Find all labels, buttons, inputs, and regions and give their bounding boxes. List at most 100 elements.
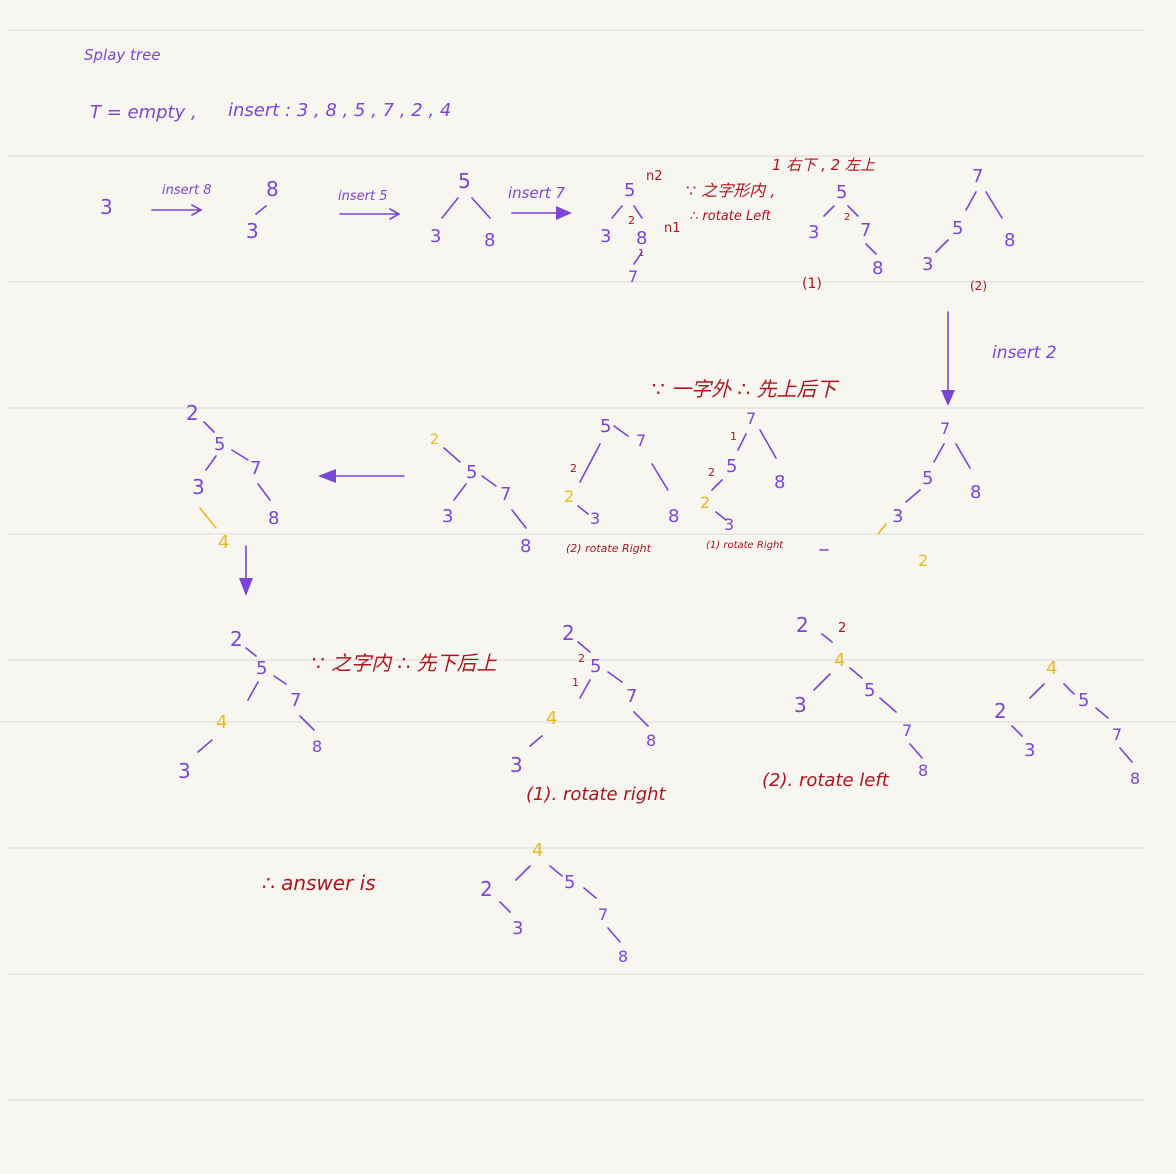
node-7: 7 [902,721,912,740]
node-4: 4 [216,712,227,733]
node-4: 4 [546,708,557,729]
edge-mark: 2 [628,214,635,227]
node-8: 8 [1004,230,1015,251]
node-4: 4 [1046,658,1057,679]
node-3: 3 [600,226,611,247]
node-8: 8 [636,228,647,249]
node-7: 7 [636,431,646,450]
node-8: 8 [774,472,785,493]
node-5: 5 [214,434,225,455]
edge-mark: 2 [708,466,715,479]
node-3: 3 [1024,740,1035,761]
node-7: 7 [1112,725,1122,744]
node-4: 4 [218,532,229,553]
node-7: 7 [500,484,511,505]
node-8: 8 [646,731,656,750]
node-4: 4 [834,650,845,671]
ruled-lines [0,29,1176,1101]
node-5: 5 [922,468,933,489]
node-2: 2 [994,699,1007,723]
arrow-label-insert-7: insert 7 [508,184,566,202]
node-2: 2 [564,487,574,506]
node-3: 3 [178,759,191,783]
node-8: 8 [1130,769,1140,788]
node-8: 8 [872,258,883,279]
node-8: 8 [520,536,531,557]
node-8: 8 [618,947,628,966]
node-3: 3 [922,254,933,275]
node-8: 8 [268,508,279,529]
node-7: 7 [746,409,756,428]
arrow-head-icon [389,208,401,220]
insert-2-arrow: insert 2 [941,311,1057,406]
row1-trees: 3 insert 8 8 3 insert 5 5 3 8 insert 7 5… [100,156,1015,293]
node-5: 5 [726,456,737,477]
arrow-head-icon [941,390,955,406]
node-2: 2 [918,551,928,570]
step-label-rotate-right-1: (1) rotate Right [706,540,784,551]
node-3: 3 [192,475,205,499]
node-3: 3 [100,195,113,219]
node-7: 7 [626,686,637,707]
edge-mark: 2 [838,621,846,636]
step-label-1: (1) [802,276,822,292]
answer-section: ∴ answer is 4 2 3 5 7 8 [262,840,628,966]
arrow-head-icon [191,204,203,216]
node-2: 2 [480,877,493,901]
node-3: 3 [892,506,903,527]
answer-label: ∴ answer is [262,871,376,895]
node-3: 3 [808,222,819,243]
step-label-rotate-right-2: (2) rotate Right [566,542,652,555]
note-order: 1 右下 , 2 左上 [772,156,876,174]
node-label-n2: n2 [646,169,663,184]
arrow-head-icon [318,469,336,483]
step-label-2: (2) [970,279,987,293]
edge-mark: 1 [572,676,579,689]
node-5: 5 [836,182,847,203]
node-2: 2 [430,432,439,448]
insert-sequence: insert : 3 , 8 , 5 , 7 , 2 , 4 [228,100,451,121]
node-7: 7 [628,267,638,286]
note-zigzag-inner: ∵ 之字内 ∴ 先下后上 [312,651,498,675]
node-7: 7 [290,690,301,711]
node-5: 5 [624,180,635,201]
node-8: 8 [970,482,981,503]
node-7: 7 [250,458,261,479]
note-zigzag: ∵ 之字形内 , [686,181,775,200]
node-7: 7 [598,905,608,924]
node-7: 7 [972,166,983,187]
row2-trees: ∵ 一字外 ∴ 先上后下 7 5 8 3 2 7 1 5 2 8 2 3 (1)… [186,377,981,596]
node-4: 4 [532,840,543,861]
node-7: 7 [940,419,950,438]
node-8: 8 [918,761,928,780]
node-3: 3 [430,226,441,247]
node-5: 5 [256,658,267,679]
edge-mark: 2 [570,462,577,475]
node-3: 3 [512,918,523,939]
node-3: 3 [724,515,734,534]
note-rotate-left: ∴ rotate Left [690,209,772,224]
node-5: 5 [600,416,611,437]
edge-mark: 1 [730,430,737,443]
arrow-label-insert-8: insert 8 [162,183,211,198]
node-7: 7 [860,220,871,241]
node-2: 2 [700,493,710,512]
edge-mark: 2 [578,652,585,665]
t-empty-label: T = empty , [90,102,197,123]
node-8: 8 [266,177,279,201]
page-title: Splay tree [84,46,161,64]
node-8: 8 [668,506,679,527]
step-label-rotate-left: (2). rotate left [762,770,890,791]
node-8: 8 [484,230,495,251]
arrow-head-icon [556,206,572,220]
node-2: 2 [796,613,809,637]
node-2: 2 [230,627,243,651]
node-2: 2 [562,621,575,645]
node-5: 5 [1078,690,1089,711]
row3-trees: 2 5 7 8 4 3 ∵ 之字内 ∴ 先下后上 2 2 5 1 7 8 4 3… [178,613,1140,805]
node-2: 2 [186,401,199,425]
arrow-label-insert-5: insert 5 [338,189,387,204]
label-insert-2: insert 2 [992,343,1057,363]
node-3: 3 [794,693,807,717]
